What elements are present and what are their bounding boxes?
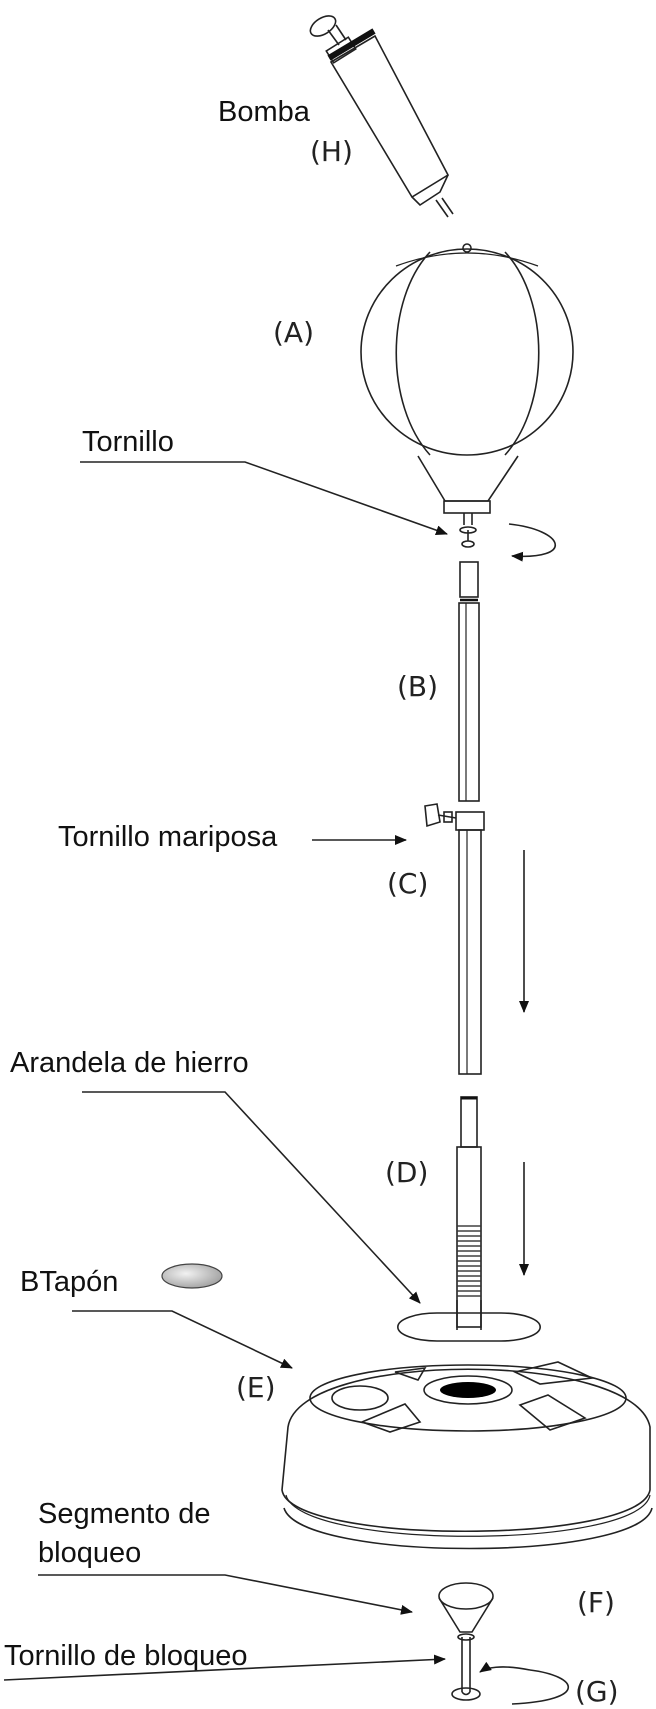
lock-screw-drawing — [451, 1633, 569, 1705]
wing-screw-label: Tornillo mariposa — [58, 821, 278, 853]
pump-drawing — [309, 15, 454, 218]
part-letter-h: (H) — [310, 135, 353, 168]
base-drawing — [281, 1361, 653, 1550]
part-letter-g: (G) — [575, 1675, 619, 1708]
plug-icon — [161, 1263, 223, 1289]
part-letter-f: (F) — [577, 1586, 615, 1619]
lock-segment-label-line2: bloqueo — [38, 1537, 141, 1569]
part-letter-d: (D) — [385, 1156, 428, 1189]
lock-segment-leader-arrow — [38, 1574, 413, 1615]
lock-screw-leader-arrow — [3, 1654, 446, 1681]
part-letter-c: (C) — [387, 867, 428, 900]
plug-label: BTapón — [20, 1266, 118, 1298]
iron-washer-label: Arandela de hierro — [10, 1047, 249, 1079]
plug-leader-arrow — [72, 1310, 293, 1369]
screw-label: Tornillo — [82, 426, 174, 458]
lock-segment-drawing — [438, 1582, 494, 1633]
upper-tube-drawing — [458, 561, 480, 802]
lock-segment-label-line1: Segmento de — [38, 1498, 211, 1530]
iron-washer-leader-arrow — [82, 1091, 421, 1304]
part-letter-b: (B) — [397, 670, 438, 703]
pump-label: Bomba — [218, 96, 311, 128]
speed-ball-drawing — [360, 243, 574, 562]
lower-tube-drawing — [397, 1096, 541, 1342]
middle-tube-drawing — [424, 803, 485, 1075]
lock-screw-label: Tornillo de bloqueo — [4, 1640, 247, 1672]
screw-leader-arrow — [80, 461, 448, 536]
part-letter-e: (E) — [236, 1371, 276, 1404]
part-letter-a: (A) — [273, 316, 314, 349]
